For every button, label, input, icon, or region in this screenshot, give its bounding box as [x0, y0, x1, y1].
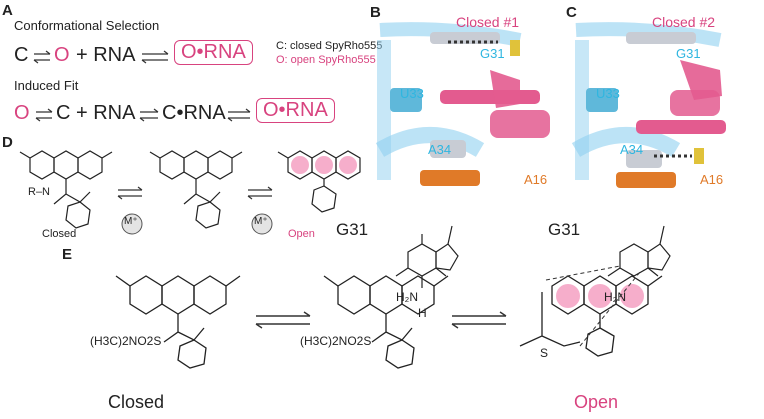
- panel-e-closed-label: Closed: [108, 392, 165, 412]
- panel-e-mechanism: [115, 225, 671, 369]
- legend-closed: C: closed SpyRho555: [276, 40, 383, 52]
- panel-d-open-label: Open: [288, 228, 315, 240]
- if-binding-arrows: [139, 108, 159, 122]
- closed-substituent-label: (H3C)2NO2S: [90, 334, 162, 348]
- if-closed-rna-complex: C•RNA: [162, 102, 226, 124]
- panel-b-g31-label: G31: [480, 46, 505, 61]
- if-equilibrium-arrows: [35, 108, 53, 122]
- panels-b-c-structures: [375, 22, 726, 188]
- cs-open-symbol: O: [54, 44, 70, 66]
- panel-c-a34-label: A34: [620, 142, 644, 157]
- panel-c-g31-label: G31: [676, 46, 701, 61]
- legend-open: O: open SpyRho555: [276, 54, 376, 66]
- panel-a-letter: A: [2, 2, 13, 19]
- panel-b-structure: [375, 22, 550, 186]
- panel-c-a16-label: A16: [700, 172, 724, 187]
- open-sulfonyl-s: S: [540, 346, 549, 360]
- panel-d-letter: D: [2, 134, 13, 151]
- closed-rhodamine-structure: [115, 275, 241, 369]
- guanine-right-structure: [607, 225, 671, 277]
- cs-equilibrium-arrows: [33, 50, 51, 64]
- guanine-middle-nh2: H₂N: [396, 290, 418, 304]
- cs-binding-arrows: [141, 50, 169, 64]
- panel-d-closed-label: Closed: [42, 228, 77, 240]
- panel-e-g31-middle: G31: [336, 220, 369, 239]
- panel-c-u33-label: U33: [596, 86, 620, 101]
- panel-b-letter: B: [370, 4, 381, 21]
- if-plus-rna: + RNA: [76, 102, 136, 124]
- transition-xanthene-structure: [149, 150, 243, 229]
- panel-b-u33-label: U33: [400, 86, 424, 101]
- if-open-rna-complex: O•RNA: [256, 98, 335, 123]
- cs-closed-symbol: C: [14, 44, 29, 66]
- conformational-selection-title: Conformational Selection: [14, 18, 160, 33]
- transition-substituent-label: (H3C)2NO2S: [300, 334, 372, 348]
- panel-d-metal-ion-2: M⁺: [254, 216, 268, 227]
- cs-plus-rna: + RNA: [76, 44, 136, 66]
- induced-fit-title: Induced Fit: [14, 78, 79, 93]
- guanine-middle-h: H: [418, 306, 427, 320]
- guanine-middle-structure: [395, 225, 459, 288]
- if-open-symbol: O: [14, 102, 30, 124]
- panel-d-mechanism: [19, 150, 361, 235]
- open-rhodamine-structure: [519, 265, 663, 357]
- panel-b-a16-label: A16: [524, 172, 548, 187]
- transition-rhodamine-structure: [323, 275, 449, 369]
- if-closed-symbol: C: [56, 102, 71, 124]
- panel-d-metal-ion-1: M⁺: [124, 216, 138, 227]
- if-isomerization-arrows: [227, 108, 251, 122]
- panel-b-title: Closed #1: [456, 14, 520, 30]
- panel-e-open-label: Open: [574, 392, 619, 412]
- closed-xanthene-structure: [19, 150, 113, 229]
- panel-b-a34-label: A34: [428, 142, 452, 157]
- panel-e-letter: E: [62, 246, 73, 263]
- cs-open-rna-complex: O•RNA: [174, 40, 253, 65]
- panel-c-title: Closed #2: [652, 14, 716, 30]
- open-xanthene-structure: [277, 150, 361, 213]
- panel-d-r-n-label: R–N: [28, 186, 51, 198]
- panel-c-letter: C: [566, 4, 577, 21]
- panel-e-g31-right: G31: [548, 220, 581, 239]
- guanine-right-nh2: H₂N: [604, 290, 626, 304]
- panel-c-structure: [571, 22, 726, 188]
